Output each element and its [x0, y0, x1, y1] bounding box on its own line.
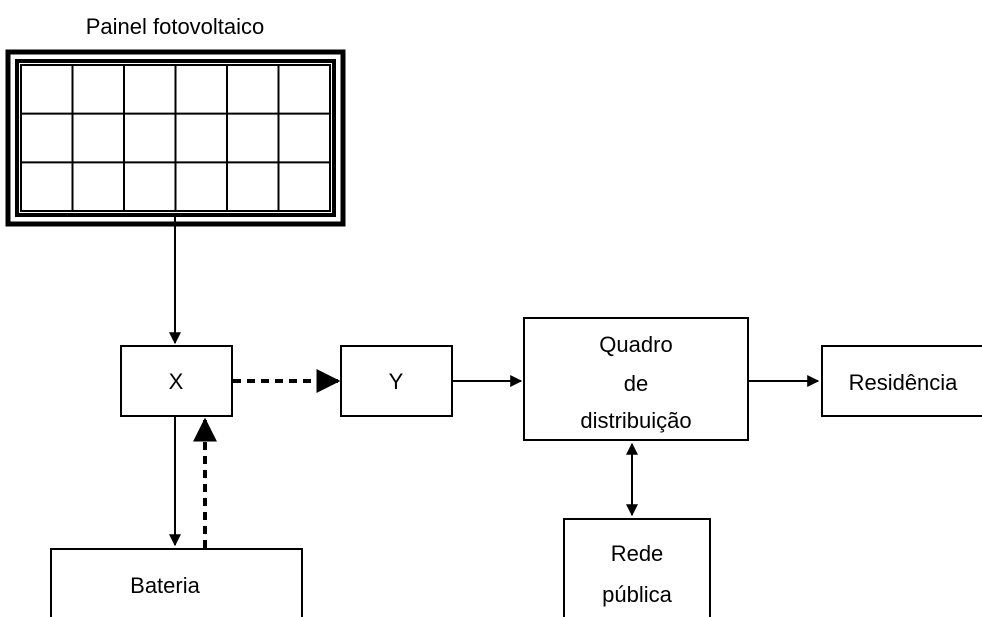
block-residencia: Residência — [821, 345, 982, 417]
bateria-label: Bateria — [130, 573, 200, 598]
residencia-label: Residência — [849, 370, 959, 395]
block-x: X — [120, 345, 233, 417]
rede-line-1: Rede — [611, 541, 664, 566]
quadro-line-2: de — [624, 371, 648, 396]
block-quadro: Quadro de distribuição — [523, 317, 749, 441]
rede-line-2: pública — [602, 582, 672, 607]
block-bateria: Bateria — [50, 548, 303, 617]
solar-panel — [5, 49, 346, 227]
block-y-label: Y — [389, 369, 404, 394]
block-x-label: X — [169, 369, 184, 394]
panel-title: Painel fotovoltaico — [86, 14, 265, 39]
block-y: Y — [340, 345, 453, 417]
quadro-line-3: distribuição — [580, 408, 691, 433]
quadro-line-1: Quadro — [599, 332, 672, 357]
block-rede-publica: Rede pública — [563, 518, 711, 617]
panel-grid — [20, 64, 331, 212]
